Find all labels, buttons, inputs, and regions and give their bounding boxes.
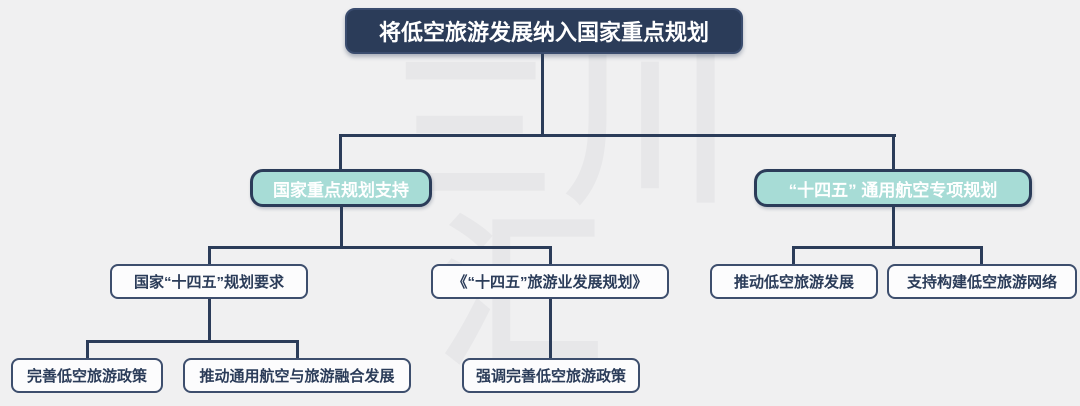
node-improve-low-altitude-tourism-policy: 完善低空旅游政策 <box>11 358 163 393</box>
node-promote-low-altitude-tourism: 推动低空旅游发展 <box>710 264 878 299</box>
node-general-aviation-special-plan: “十四五” 通用航空专项规划 <box>754 169 1032 207</box>
node-national-145-plan-requirements: 国家“十四五”规划要求 <box>110 264 308 299</box>
connector-support-down <box>340 205 343 249</box>
connector-bottomleft-horizontal <box>86 340 299 343</box>
connector-tourismplan-up <box>549 246 552 266</box>
connector-left-horizontal <box>208 246 552 249</box>
connector-support-up <box>339 134 342 172</box>
node-emphasize-improve-policy: 强调完善低空旅游政策 <box>462 358 640 393</box>
connector-req145-down <box>208 298 211 343</box>
connector-gaplan-up <box>892 134 895 172</box>
connector-integrate-up <box>296 340 299 359</box>
node-promote-aviation-tourism-integration: 推动通用航空与旅游融合发展 <box>183 358 411 393</box>
connector-improve-up <box>86 340 89 359</box>
connector-level2-horizontal <box>339 134 896 137</box>
node-support-low-altitude-tourism-network: 支持构建低空旅游网络 <box>887 264 1077 299</box>
node-145-tourism-development-plan: 《“十四五”旅游业发展规划》 <box>431 264 669 299</box>
connector-promote-up <box>792 246 795 266</box>
connector-req145-up <box>208 246 211 266</box>
connector-root-down <box>541 53 544 137</box>
node-root: 将低空旅游发展纳入国家重点规划 <box>345 8 743 54</box>
connector-network-up <box>980 246 983 266</box>
connector-gaplan-down <box>892 205 895 249</box>
node-national-key-plan-support: 国家重点规划支持 <box>250 169 432 207</box>
watermark-text-top: 三川 <box>388 38 742 222</box>
connector-tourismplan-down <box>549 298 552 359</box>
connector-right-horizontal <box>792 246 983 249</box>
